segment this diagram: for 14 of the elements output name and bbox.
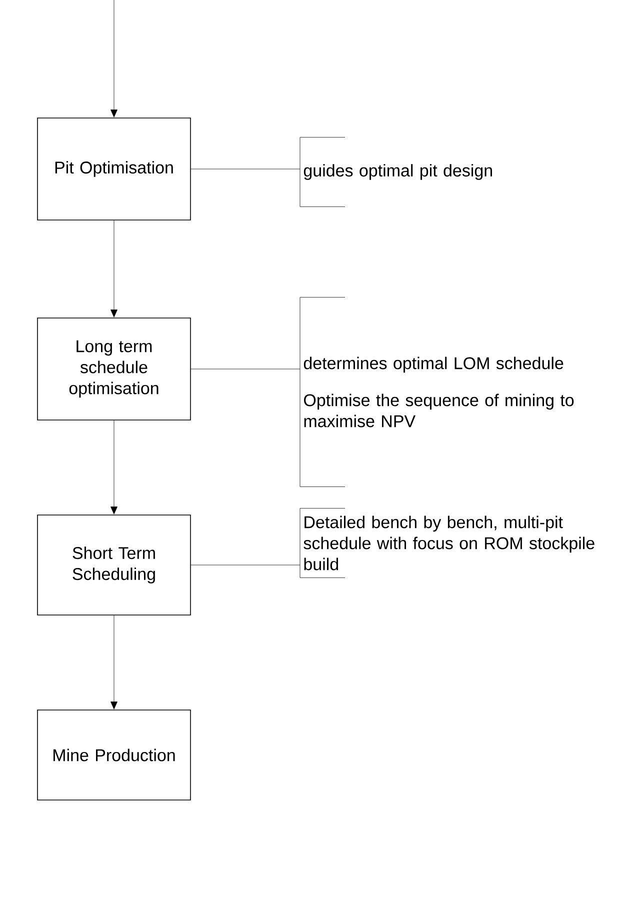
- arrow: [110, 0, 118, 118]
- arrow: [110, 420, 118, 514]
- annotation: determines optimal LOM schedule Optimise the sequence of mining to maximise NPV: [300, 297, 574, 487]
- arrow: [110, 220, 118, 318]
- annotation: Detailed bench by bench, multi-pit schedule with focus on ROM stockpile build: [300, 508, 594, 578]
- process-box: Short Term Scheduling: [37, 514, 191, 616]
- leader-line: [190, 564, 300, 566]
- process-box: Mine Production: [37, 710, 191, 800]
- arrow: [110, 615, 118, 710]
- process-box: Pit Optimisation: [37, 118, 191, 220]
- leader-line: [190, 368, 300, 370]
- leader-line: [190, 168, 300, 170]
- annotation: guides optimal pit design: [300, 137, 492, 207]
- process-box: Long term schedule optimisation: [37, 318, 191, 420]
